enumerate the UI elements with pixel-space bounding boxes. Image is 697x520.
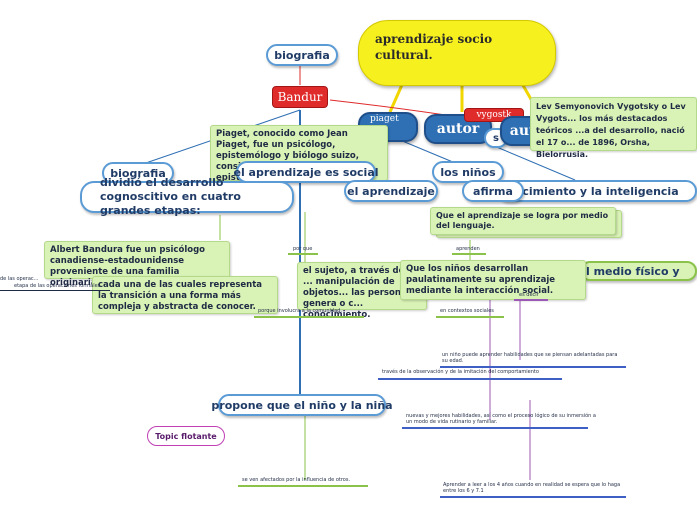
observacion-underline (378, 378, 562, 380)
medio-fisico-node[interactable]: l medio físico y (580, 261, 697, 281)
conocimiento-node[interactable]: nocimiento y la inteligencia (497, 180, 697, 202)
el-aprendizaje-label: el aprendizaje (347, 184, 435, 198)
afectados-underline (238, 485, 368, 487)
etapas-text: cada una de las cuales representa la tra… (98, 280, 263, 312)
etapas-note[interactable]: cada una de las cuales representa la tra… (92, 276, 278, 314)
afectados-text: se ven afectados por la influencia de ot… (242, 477, 351, 483)
bandur-tag[interactable]: Bandur (272, 86, 328, 108)
biografia-left-node[interactable]: biografia (102, 162, 174, 184)
por-que-underline (288, 253, 318, 255)
floating-topic-label: Topic flotante (155, 431, 217, 441)
observacion-text: través de la observación y de la imitaci… (382, 369, 539, 375)
contextos-text: en contextos sociales (440, 308, 494, 314)
conocimiento-label: nocimiento y la inteligencia (507, 184, 679, 198)
aprenden-text: aprenden (456, 246, 480, 252)
bandur-label: Bandur (277, 90, 323, 104)
biografia-top-label: biografia (274, 48, 330, 62)
dividio-label: dividió el desarrollo cognoscitivo en cu… (100, 176, 241, 217)
un-nino-underline (440, 366, 626, 368)
un-nino-text: un niño puede aprender habilidades que s… (442, 352, 618, 364)
aprenden-underline (452, 253, 486, 255)
dividio-node[interactable]: dividió el desarrollo cognoscitivo en cu… (80, 176, 294, 217)
involucra-underline (254, 316, 364, 318)
habilidades-text: nuevas y mejores habilidades, así como e… (406, 413, 596, 425)
propone-node[interactable]: propone que el niño y la niña (211, 394, 393, 416)
etapa-underline (0, 290, 110, 291)
s-label: s (493, 132, 499, 144)
autor-2-label: autor (436, 121, 480, 137)
aprendizaje-social-label: el aprendizaje es social (233, 165, 379, 179)
involucra-text: porque involucra a la comunidad. (258, 308, 342, 314)
vygotsky-bio-text: Lev Semyonovich Vygotsky o Lev Vygots...… (536, 102, 686, 159)
lenguaje-note[interactable]: Que el aprendizaje se logra por medio de… (430, 207, 616, 235)
contextos-underline (436, 316, 504, 318)
vygotsky-label: vygostk (476, 110, 512, 120)
etapa-text: etapa de las operaciones formales (14, 283, 101, 289)
habilidades-underline (402, 427, 588, 429)
biografia-top-node[interactable]: biografia (266, 44, 338, 66)
ninos-interaccion-note[interactable]: Que los niños desarrollan paulatinamente… (400, 260, 586, 300)
leer-underline (440, 496, 626, 498)
central-topic-title: aprendizaje socio cultural. (375, 32, 493, 62)
propone-label: propone que el niño y la niña (211, 398, 393, 412)
central-topic[interactable]: aprendizaje socio cultural. (358, 20, 556, 86)
es-decir-underline (514, 299, 548, 301)
autor-node-vygotsky[interactable]: autor (424, 114, 492, 144)
bandura-bio-note[interactable]: Albert Bandura fue un psicólogo canadien… (44, 241, 230, 288)
biografia-left-label: biografia (110, 166, 166, 180)
aprendizaje-social-node[interactable]: el aprendizaje es social (233, 161, 379, 183)
afirma-node[interactable]: afirma (462, 180, 524, 202)
vygotsky-bio-note[interactable]: Lev Semyonovich Vygotsky o Lev Vygots...… (530, 97, 697, 159)
ninos-interaccion-text: Que los niños desarrollan paulatinamente… (406, 264, 556, 296)
es-decir-text: es decir (519, 292, 539, 298)
lenguaje-text: Que el aprendizaje se logra por medio de… (436, 211, 609, 230)
afirma-label: afirma (473, 184, 513, 198)
leer-text: Aprender a leer a los 4 años cuando en r… (443, 482, 621, 494)
sujeto-text: el sujeto, a través de la ... manipulaci… (303, 266, 416, 320)
los-ninos-label: los niños (440, 165, 496, 179)
floating-topic[interactable]: Topic flotante (147, 426, 225, 446)
el-aprendizaje-node[interactable]: el aprendizaje (344, 180, 438, 202)
operaciones-text: de las operac... (0, 276, 39, 282)
por-que-text: por que (293, 246, 313, 252)
medio-fisico-label: l medio físico y (586, 264, 680, 278)
piaget-tag-label: piaget (370, 114, 399, 124)
